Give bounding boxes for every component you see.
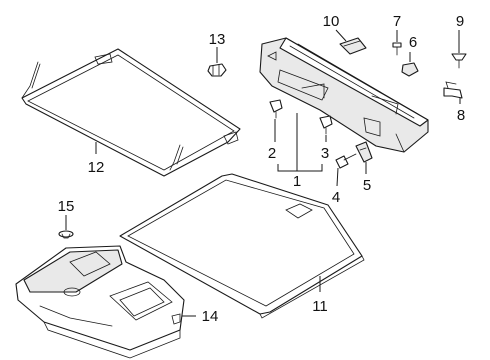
screw-part-4 bbox=[335, 153, 357, 187]
nut-clip-part-6 bbox=[401, 52, 419, 77]
trim-panel-part bbox=[259, 37, 429, 153]
bracket-part-10 bbox=[335, 29, 367, 55]
callout-7: 7 bbox=[393, 13, 401, 30]
callout-4: 4 bbox=[332, 189, 340, 206]
callout-15: 15 bbox=[58, 198, 75, 215]
callout-3: 3 bbox=[321, 145, 329, 162]
callout-11: 11 bbox=[312, 298, 328, 315]
callout-5: 5 bbox=[363, 177, 371, 194]
callout-9: 9 bbox=[456, 13, 464, 30]
clip-part-2 bbox=[269, 99, 283, 142]
bolt-part-9 bbox=[451, 30, 467, 69]
storage-tray-part bbox=[15, 245, 185, 359]
hook-bracket-part-8 bbox=[443, 81, 463, 104]
clip-part-3 bbox=[319, 115, 333, 142]
floor-mat-part bbox=[119, 173, 365, 319]
callout-13: 13 bbox=[209, 31, 226, 48]
clip-part-13 bbox=[207, 47, 227, 77]
callout-10: 10 bbox=[323, 13, 340, 30]
leader-1-2-3 bbox=[277, 164, 323, 172]
screw-part-7 bbox=[392, 30, 402, 56]
callout-14: 14 bbox=[202, 308, 219, 325]
bracket-part-5 bbox=[355, 141, 373, 174]
callout-6: 6 bbox=[409, 34, 417, 51]
callout-8: 8 bbox=[457, 107, 465, 124]
cargo-cover-part bbox=[21, 48, 241, 177]
callout-12: 12 bbox=[88, 159, 105, 176]
callout-2: 2 bbox=[268, 145, 276, 162]
callout-1: 1 bbox=[293, 173, 301, 190]
plug-part-15 bbox=[58, 215, 74, 239]
